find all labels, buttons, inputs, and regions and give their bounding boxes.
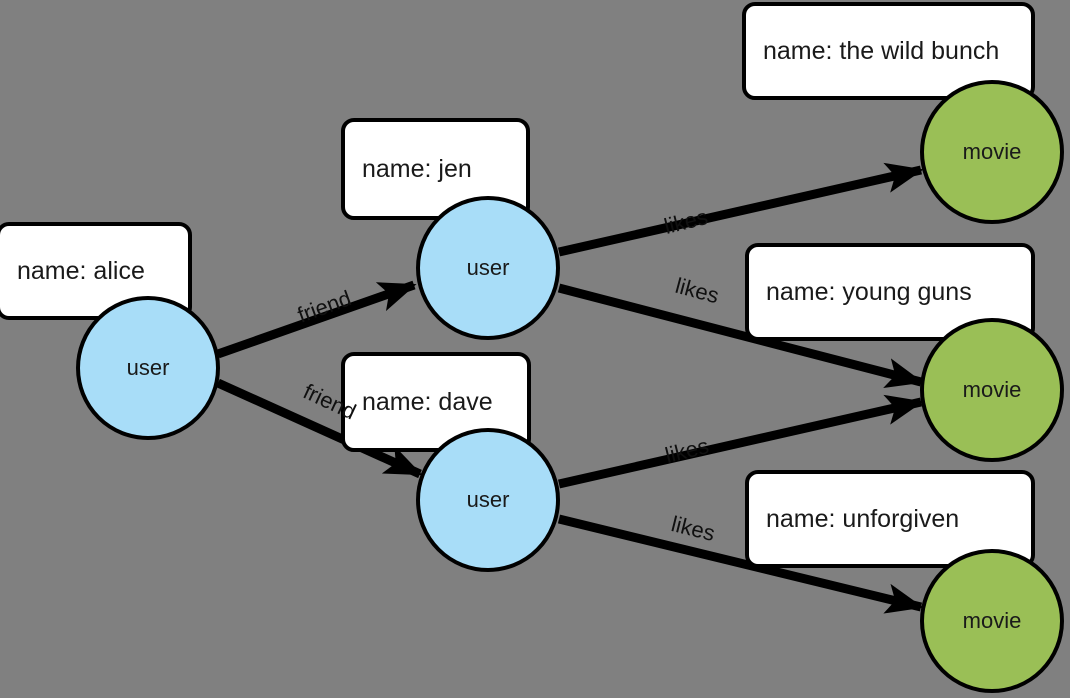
- node-user-alice[interactable]: user: [76, 296, 220, 440]
- property-box-jen[interactable]: name: jen: [341, 118, 530, 220]
- edge-dave-youngguns: [558, 394, 924, 489]
- node-label: user: [126, 355, 170, 380]
- property-text: name: the wild bunch: [763, 36, 1000, 65]
- node-label: movie: [962, 608, 1022, 633]
- edge-alice-dave: [216, 378, 423, 479]
- node-movie-the-wild-bunch[interactable]: movie: [920, 80, 1064, 224]
- edge-alice-jen: [216, 280, 417, 359]
- property-text: name: jen: [362, 154, 472, 183]
- node-label: movie: [962, 139, 1022, 164]
- edge-line-group: [216, 162, 924, 614]
- property-text: name: dave: [362, 387, 493, 416]
- node-label: user: [466, 487, 510, 512]
- node-user-dave[interactable]: user: [416, 428, 560, 572]
- node-movie-unforgiven[interactable]: movie: [920, 549, 1064, 693]
- edge-jen-youngguns: [557, 283, 924, 388]
- node-label: movie: [962, 377, 1022, 402]
- node-label: user: [466, 255, 510, 280]
- edge-jen-wildbunch: [558, 162, 924, 257]
- property-text: name: unforgiven: [766, 504, 960, 533]
- node-user-jen[interactable]: user: [416, 196, 560, 340]
- property-text: name: young guns: [766, 277, 972, 306]
- node-movie-young-guns[interactable]: movie: [920, 318, 1064, 462]
- property-text: name: alice: [17, 256, 145, 285]
- edge-dave-unforgiven: [557, 514, 924, 614]
